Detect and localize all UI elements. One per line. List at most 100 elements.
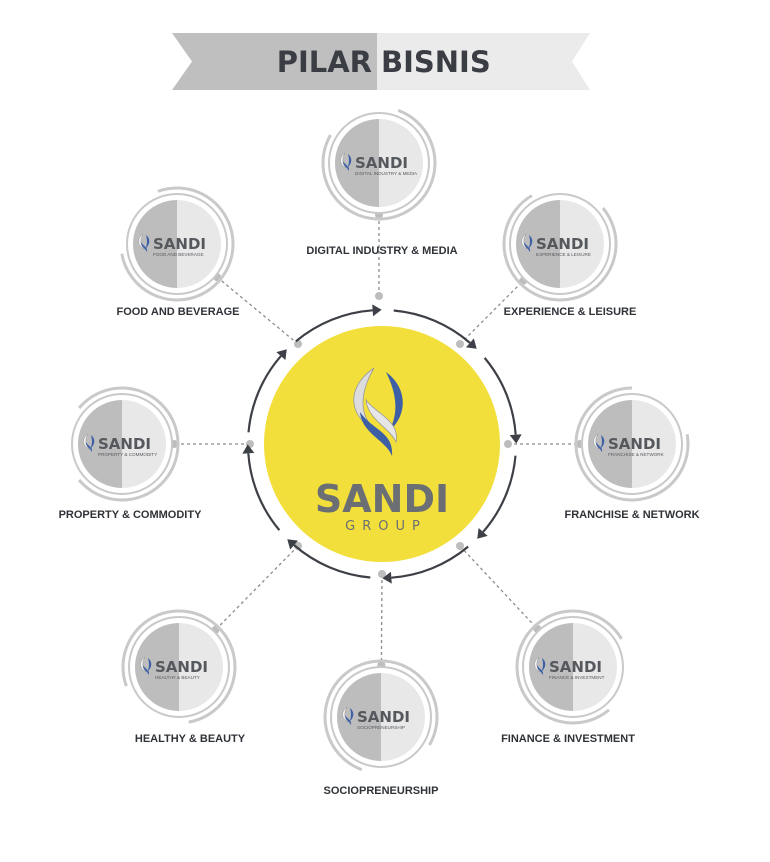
pillar-label: EXPERIENCE & LEISURE [504, 306, 637, 318]
pillar-outer-ring [502, 194, 618, 302]
pillar-label: FINANCE & INVESTMENT [501, 733, 635, 745]
pillar-left-half [133, 200, 177, 288]
pillar-outer-ring [323, 659, 439, 772]
pillar-right-half [379, 119, 423, 207]
cycle-arrowhead-icon [509, 434, 522, 444]
dashed-connector [459, 280, 524, 345]
pillar-label: SOCIOPRENEURSHIP [324, 785, 439, 797]
pillar-outer-ring [120, 186, 235, 302]
pillar-label: FRANCHISE & NETWORK [564, 509, 699, 521]
cycle-arc-segment [247, 453, 281, 531]
pillar-logo-subtitle: HEALTHY & BEAUTY [155, 675, 200, 680]
center-brand-text: SANDI [315, 477, 449, 521]
mini-flame-icon [83, 433, 95, 452]
connector-dot-inner [456, 542, 464, 550]
cycle-arc-segment [247, 355, 282, 433]
dashed-connector [380, 573, 383, 666]
cycle-arrowhead-icon [477, 527, 488, 539]
banner-word-pilar: PILAR [277, 45, 372, 79]
cycle-arc-segment [482, 455, 517, 533]
pillar-left-half [337, 673, 381, 761]
banner-left-half [172, 33, 377, 90]
banner-right-half [377, 33, 590, 90]
pillar-logo-subtitle: PROPERTY & COMMODITY [98, 452, 157, 457]
center-circle [264, 326, 500, 562]
cycle-arc-segment [391, 545, 469, 579]
pillar-right-half [122, 400, 166, 488]
pillar-right-half [573, 623, 617, 711]
pillar-left-half [135, 623, 179, 711]
cycle-arrowhead-icon [242, 444, 255, 454]
pillar-left-half [78, 400, 122, 488]
cycle-ring [242, 304, 522, 584]
connector-dot-inner [294, 340, 302, 348]
mini-flame-icon [140, 656, 152, 675]
pillar-outer-ring [574, 386, 690, 502]
cycle-arc-segment [393, 309, 471, 344]
pillar-outer-ring [515, 609, 623, 725]
mini-flame-icon [521, 233, 533, 252]
cycle-arrowhead-icon [372, 304, 382, 317]
dashed-connector [214, 545, 299, 631]
pillar-logo-subtitle: SOCIOPRENEURSHIP [357, 725, 405, 730]
title-banner: PILAR BISNIS [172, 33, 590, 90]
cycle-arrowhead-icon [276, 349, 287, 361]
pillar-logo-brand: SANDI [355, 154, 408, 172]
mini-flame-icon [340, 152, 352, 171]
pillar-label: DIGITAL INDUSTRY & MEDIA [306, 245, 457, 257]
connector-dot-inner [378, 570, 386, 578]
pillar-outer-ring [321, 108, 437, 221]
dashed-connector [459, 545, 538, 630]
mini-flame-icon [593, 433, 605, 452]
pillar-logo-brand: SANDI [549, 658, 602, 676]
pillar-right-half [632, 400, 676, 488]
pillar-logo-brand: SANDI [536, 235, 589, 253]
pillar-left-half [516, 200, 560, 288]
connector-dot-inner [375, 292, 383, 300]
cycle-arc-segment [483, 357, 517, 435]
pillar-label: FOOD AND BEVERAGE [116, 306, 239, 318]
connector-dot-inner [456, 340, 464, 348]
pillar-logo-brand: SANDI [608, 435, 661, 453]
pillar-logo-subtitle: DIGITAL INDUSTRY & MEDIA [355, 171, 418, 176]
pillar-label: HEALTHY & BEAUTY [135, 733, 246, 745]
pillar-right-half [179, 623, 223, 711]
pillar-left-half [529, 623, 573, 711]
pillar-outer-ring [77, 386, 180, 502]
pillar-left-half [335, 119, 379, 207]
pillar-outer-ring [121, 609, 237, 724]
pillar-right-half [381, 673, 425, 761]
cycle-arrowhead-icon [465, 338, 477, 349]
pillar-logo-brand: SANDI [357, 708, 410, 726]
center-hub: SANDI GROUP [264, 326, 500, 562]
connector-dot-inner [504, 440, 512, 448]
cycle-arrowhead-icon [287, 539, 299, 550]
cycle-arc-segment [293, 544, 371, 579]
cycle-arc-segment [295, 309, 373, 343]
center-group-text: GROUP [345, 519, 427, 534]
cycle-arrowhead-icon [382, 571, 392, 584]
mini-flame-icon [534, 656, 546, 675]
pillar-right-half [177, 200, 221, 288]
mini-flame-icon [342, 706, 354, 725]
pillar-logo-subtitle: EXPERIENCE & LEISURE [536, 252, 591, 257]
pillar-logo-brand: SANDI [155, 658, 208, 676]
pillar-left-half [588, 400, 632, 488]
mini-flame-icon [138, 233, 150, 252]
pillar-logo-subtitle: FINANCE & INVESTMENT [549, 675, 605, 680]
flame-logo-icon [353, 367, 403, 456]
pillar-logo-brand: SANDI [153, 235, 206, 253]
pillar-logo-brand: SANDI [98, 435, 151, 453]
pillar-logo-subtitle: FOOD AND BEVERAGE [153, 252, 204, 257]
pillar-label: PROPERTY & COMMODITY [59, 509, 202, 521]
